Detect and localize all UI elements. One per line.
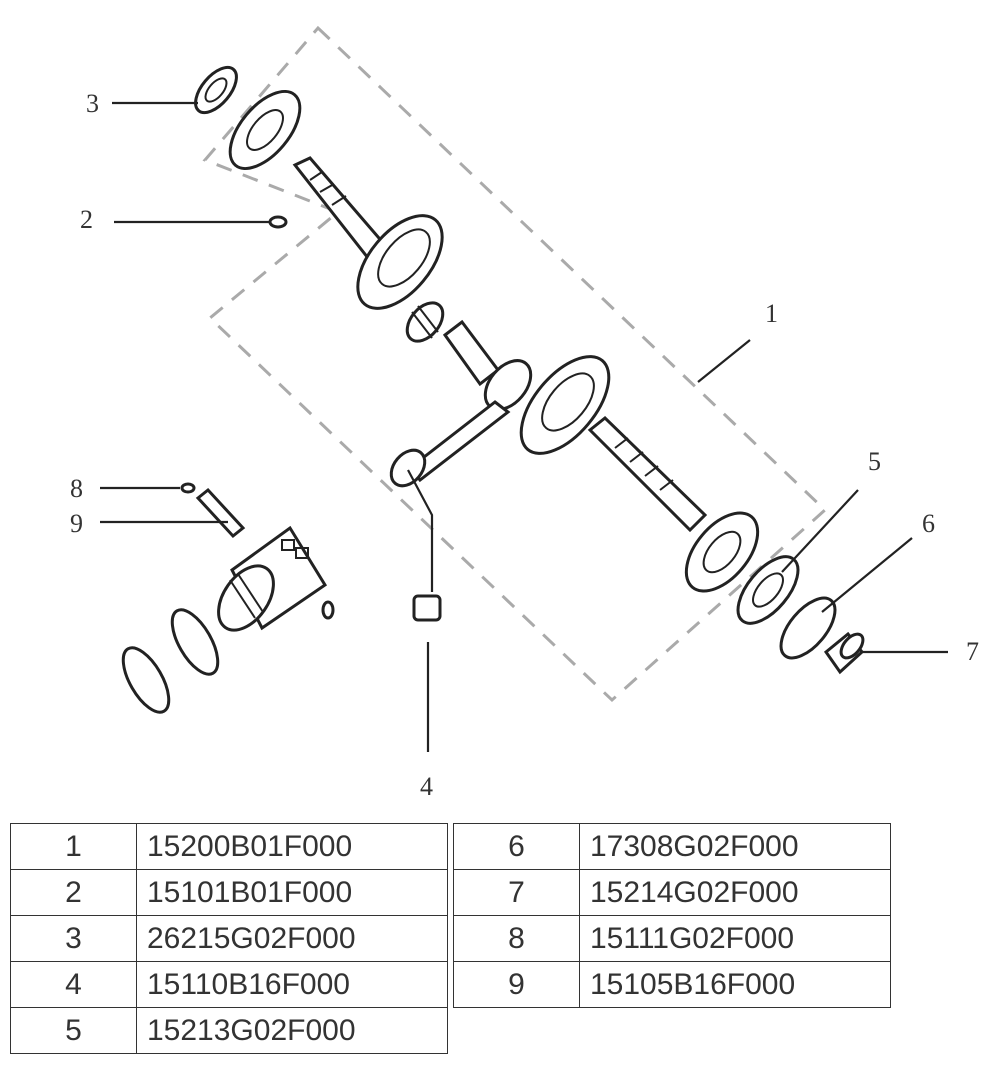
part-number: 8 — [453, 915, 580, 962]
part-piston-ring-upper — [170, 608, 220, 676]
callout-7: 7 — [966, 637, 979, 666]
part-number: 7 — [453, 869, 580, 916]
callout-5: 5 — [868, 447, 881, 476]
part-piston-ring-lower — [121, 646, 171, 714]
part-oil-seal-3 — [194, 65, 238, 115]
callout-6: 6 — [922, 509, 935, 538]
part-number: 5 — [10, 1007, 137, 1054]
part-code: 15105B16F000 — [579, 961, 891, 1008]
part-number: 4 — [10, 961, 137, 1008]
part-piston — [217, 525, 328, 632]
part-crank-pin — [442, 319, 501, 387]
callout-3: 3 — [86, 89, 99, 118]
part-code: 15213G02F000 — [136, 1007, 448, 1054]
part-code: 26215G02F000 — [136, 915, 448, 962]
part-piston-pin-9 — [195, 487, 246, 539]
part-code: 17308G02F000 — [579, 823, 891, 870]
callout-4: 4 — [420, 772, 433, 800]
part-number: 2 — [10, 869, 137, 916]
part-circlip-6 — [779, 596, 837, 660]
leader-line-5 — [781, 489, 859, 573]
part-right-crank-half — [519, 355, 708, 533]
part-number: 9 — [453, 961, 580, 1008]
crankshaft-assembly-outline — [202, 25, 828, 703]
part-left-bearing — [228, 90, 302, 170]
leader-line-6 — [821, 537, 913, 613]
leader-line-1 — [697, 339, 751, 383]
part-key-2 — [268, 215, 288, 229]
part-needle-bearing — [405, 301, 445, 343]
callout-1: 1 — [765, 299, 778, 328]
part-number: 6 — [453, 823, 580, 870]
callout-2: 2 — [80, 205, 93, 234]
part-number: 1 — [10, 823, 137, 870]
part-right-bearing — [684, 511, 760, 593]
exploded-parts-diagram: 1 2 3 4 5 6 7 8 9 — [70, 25, 979, 800]
part-code: 15110B16F000 — [136, 961, 448, 1008]
part-connecting-rod — [389, 359, 533, 488]
part-piston-pin-clip-second — [321, 600, 335, 620]
leader-line-4-upper — [407, 469, 434, 592]
part-left-crank-half — [292, 156, 444, 310]
part-needle-bearing-4 — [412, 594, 442, 622]
part-code: 15214G02F000 — [579, 869, 891, 916]
part-piston-pin-clip-8 — [180, 482, 196, 494]
part-code: 15111G02F000 — [579, 915, 891, 962]
callout-8: 8 — [70, 474, 83, 503]
part-code: 15200B01F000 — [136, 823, 448, 870]
callout-9: 9 — [70, 509, 83, 538]
part-code: 15101B01F000 — [136, 869, 448, 916]
part-number: 3 — [10, 915, 137, 962]
